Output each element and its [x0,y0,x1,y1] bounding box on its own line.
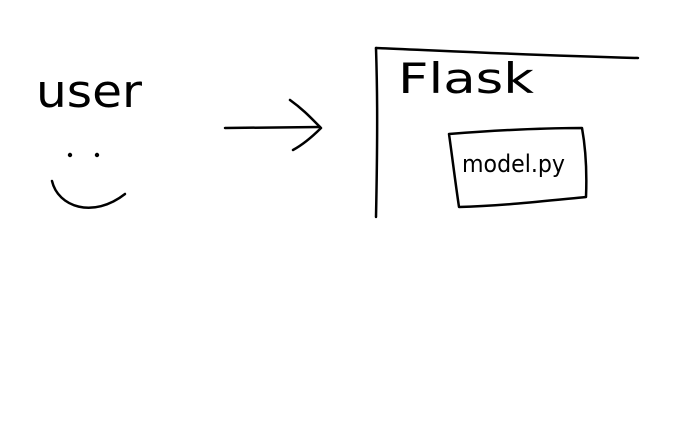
flask-label: Flask [398,54,535,103]
smiley-face-icon [50,152,127,209]
flask-left-border [374,46,379,219]
model-py-box [447,126,588,209]
model-box-outline [447,126,588,209]
user-label: user [36,65,143,118]
arrow-head [288,98,323,152]
arrow-right-icon [223,98,323,152]
right-eye [94,152,100,158]
left-eye [67,152,73,158]
flask-top-border [374,46,640,60]
arrow-shaft [223,125,322,130]
model-py-label: model.py [462,150,565,178]
smile [50,179,127,209]
flask-container [374,46,640,219]
